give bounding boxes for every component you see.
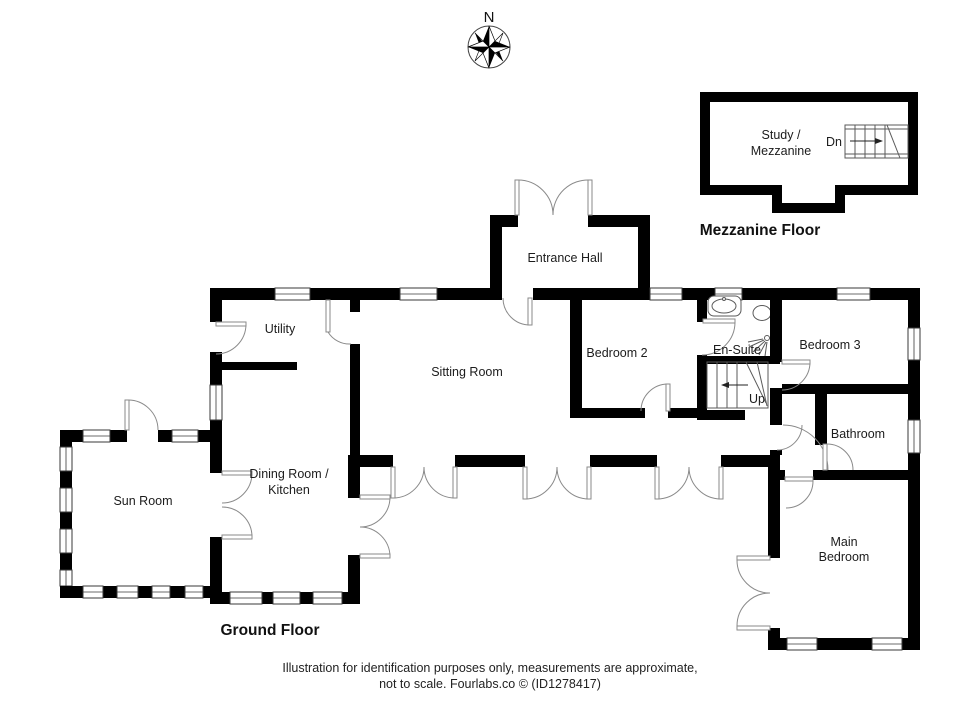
ground-floor-title: Ground Floor [220,622,319,639]
ensuite-door [701,318,736,356]
utility-dining-wall [222,362,297,370]
label-dining-line1: Dining Room / [249,467,329,481]
bedroom2-door [640,383,671,412]
terrace-double-door-3 [654,466,724,500]
plan-titles: Ground Floor Mezzanine Floor [220,222,820,639]
sunroom-door [124,399,159,431]
label-sun-room: Sun Room [113,494,172,508]
hall-to-sitting-door [502,297,533,326]
sitting-west-wall [348,300,360,604]
label-ensuite: En-Suite [713,343,761,357]
bathroom-door [822,443,854,471]
stairs-direction-arrow [875,138,883,144]
dining-south-wall [210,591,360,605]
sunroom-walls [59,429,222,599]
bedroom3-bathroom-walls [768,300,920,480]
label-stairs-up: Up [749,392,765,406]
label-dining-line2: Kitchen [268,483,310,497]
disclaimer-line2: not to scale. Fourlabs.co © (ID1278417) [379,677,601,691]
label-sitting-room: Sitting Room [431,365,503,379]
label-bedroom3: Bedroom 3 [799,338,860,352]
compass-rose: N [467,9,511,69]
room-labels: Entrance Hall Utility Sitting Room Bedro… [113,128,885,564]
ensuite-shower-head [747,335,770,357]
main-bedroom-door [784,476,814,509]
label-main-bedroom-line1: Main [830,535,857,549]
bedroom2-walls [570,300,707,418]
north-wall [210,288,920,300]
main-bedroom-double-door [736,555,771,631]
mezzanine-stairs [844,124,909,159]
north-windows [274,287,871,301]
utility-entry-door [215,321,247,355]
entrance-double-door [514,179,593,216]
compass-north-label: N [484,9,495,26]
east-wall [907,300,921,650]
label-main-bedroom-line2: Bedroom [819,550,870,564]
label-bedroom2: Bedroom 2 [586,346,647,360]
label-study-line1: Study / [762,128,801,142]
label-stairs-dn: Dn [826,135,842,149]
label-entrance-hall: Entrance Hall [527,251,602,265]
up-stairs [706,361,769,409]
label-bathroom: Bathroom [831,427,885,441]
main-bedroom-walls [768,455,920,651]
dining-sunroom-double-door [221,470,253,540]
label-utility: Utility [265,322,296,336]
ensuite-walls [697,300,780,420]
terrace-double-door-1 [390,466,458,499]
label-study-line2: Mezzanine [751,144,811,158]
west-wall [209,288,223,604]
dining-east-double-door [359,494,391,559]
utility-sitting-door [325,299,352,345]
mezzanine-walls [700,92,918,213]
south-terrace-wall [355,455,768,467]
terrace-double-door-2 [522,466,592,500]
landing-cupboard-door [776,424,803,451]
entrance-hall-walls [490,215,650,300]
stairs-direction-arrow [721,382,729,388]
mezzanine-floor-title: Mezzanine Floor [700,222,821,239]
bedroom3-door [781,359,811,391]
ensuite-sink [707,295,742,317]
disclaimer-line1: Illustration for identification purposes… [282,661,697,675]
disclaimer: Illustration for identification purposes… [282,661,697,691]
